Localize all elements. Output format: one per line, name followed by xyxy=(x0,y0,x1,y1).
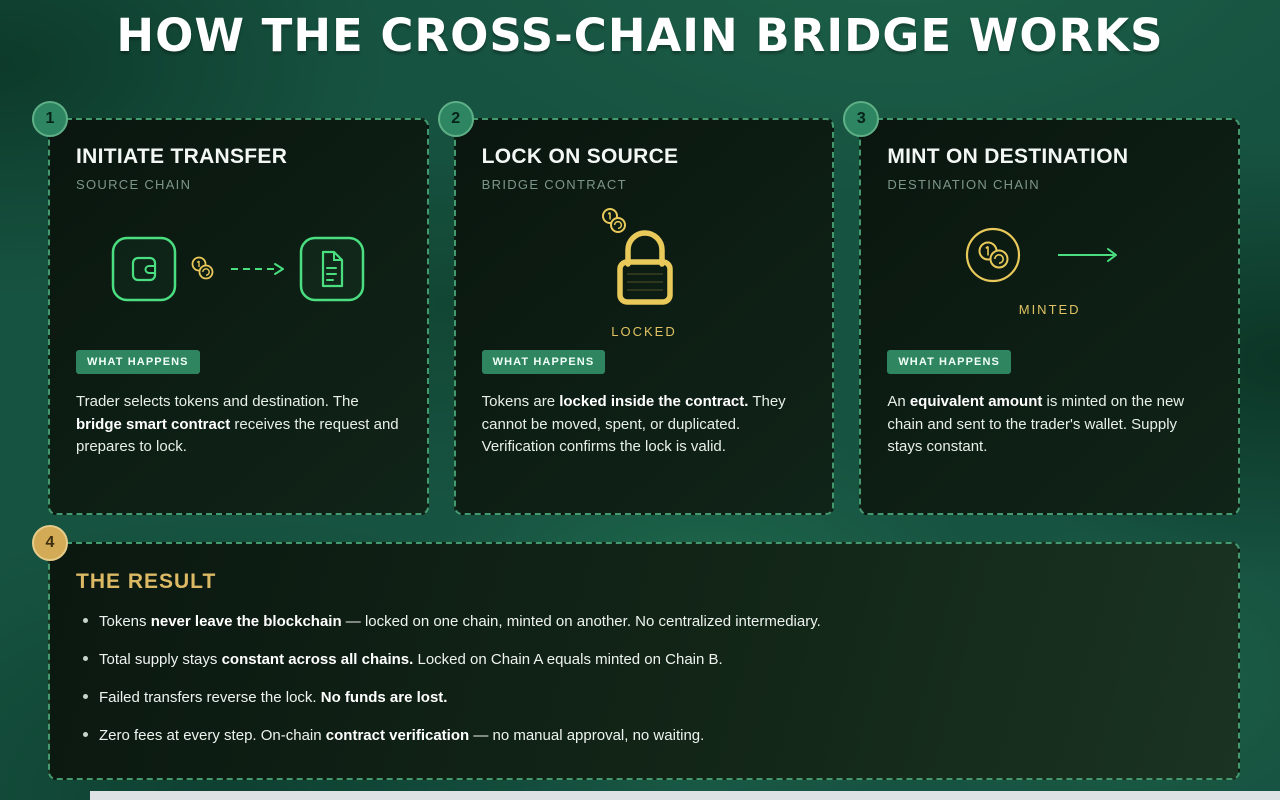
lock-icon xyxy=(583,204,705,311)
result-bullet: Total supply stays constant across all c… xyxy=(76,649,1208,670)
step-description: An equivalent amount is minted on the ne… xyxy=(887,393,1185,455)
document-icon xyxy=(299,236,365,307)
result-bullet: Tokens never leave the blockchain — lock… xyxy=(76,611,1208,632)
step-subtitle: BRIDGE CONTRACT xyxy=(481,177,627,192)
steps-row: 1 INITIATE TRANSFER SOURCE CHAIN xyxy=(32,101,1240,515)
step-title: LOCK ON SOURCE xyxy=(481,145,679,168)
coins-icon xyxy=(189,255,217,287)
result-bullet-list: Tokens never leave the blockchain — lock… xyxy=(76,611,1208,746)
lock-status-label: LOCKED xyxy=(611,323,677,339)
wallet-icon xyxy=(111,236,177,307)
what-happens-badge: WHAT HAPPENS xyxy=(76,350,200,374)
coin-circle-icon xyxy=(964,226,1136,289)
step-title: INITIATE TRANSFER xyxy=(76,145,288,168)
mint-status-label: MINTED xyxy=(1018,301,1081,317)
step-card-initiate-transfer: 1 INITIATE TRANSFER SOURCE CHAIN xyxy=(32,101,429,515)
step-number-badge: 3 xyxy=(843,101,880,137)
transfer-illustration xyxy=(76,192,401,350)
page-title: HOW THE CROSS-CHAIN BRIDGE WORKS xyxy=(116,9,1164,62)
what-happens-badge: WHAT HAPPENS xyxy=(481,350,606,374)
step-number-badge: 2 xyxy=(437,101,474,137)
step-card-lock-on-source: 2 LOCK ON SOURCE BRIDGE CONTRACT LOCKED xyxy=(437,101,835,515)
step-description: Tokens are locked inside the contract. T… xyxy=(481,393,786,455)
transfer-icon-row xyxy=(111,236,365,307)
lock-illustration: LOCKED xyxy=(482,192,807,350)
step-description: Trader selects tokens and destination. T… xyxy=(76,393,399,455)
horizontal-scrollbar[interactable] xyxy=(90,791,1280,800)
step-title: MINT ON DESTINATION xyxy=(887,145,1129,168)
step-card-mint-on-destination: 3 MINT ON DESTINATION DESTINATION CHAIN … xyxy=(843,101,1240,515)
result-bullet: Zero fees at every step. On-chain contra… xyxy=(76,725,1208,746)
mint-illustration: MINTED xyxy=(887,192,1212,350)
step-subtitle: SOURCE CHAIN xyxy=(76,177,192,192)
step-number-badge: 4 xyxy=(32,525,68,561)
result-bullet: Failed transfers reverse the lock. No fu… xyxy=(76,687,1208,708)
result-title: THE RESULT xyxy=(76,570,217,593)
what-happens-badge: WHAT HAPPENS xyxy=(887,350,1011,374)
result-card: 4 THE RESULT Tokens never leave the bloc… xyxy=(32,525,1240,780)
arrow-right-icon xyxy=(229,262,287,281)
step-number-badge: 1 xyxy=(32,101,68,137)
step-subtitle: DESTINATION CHAIN xyxy=(887,177,1040,192)
